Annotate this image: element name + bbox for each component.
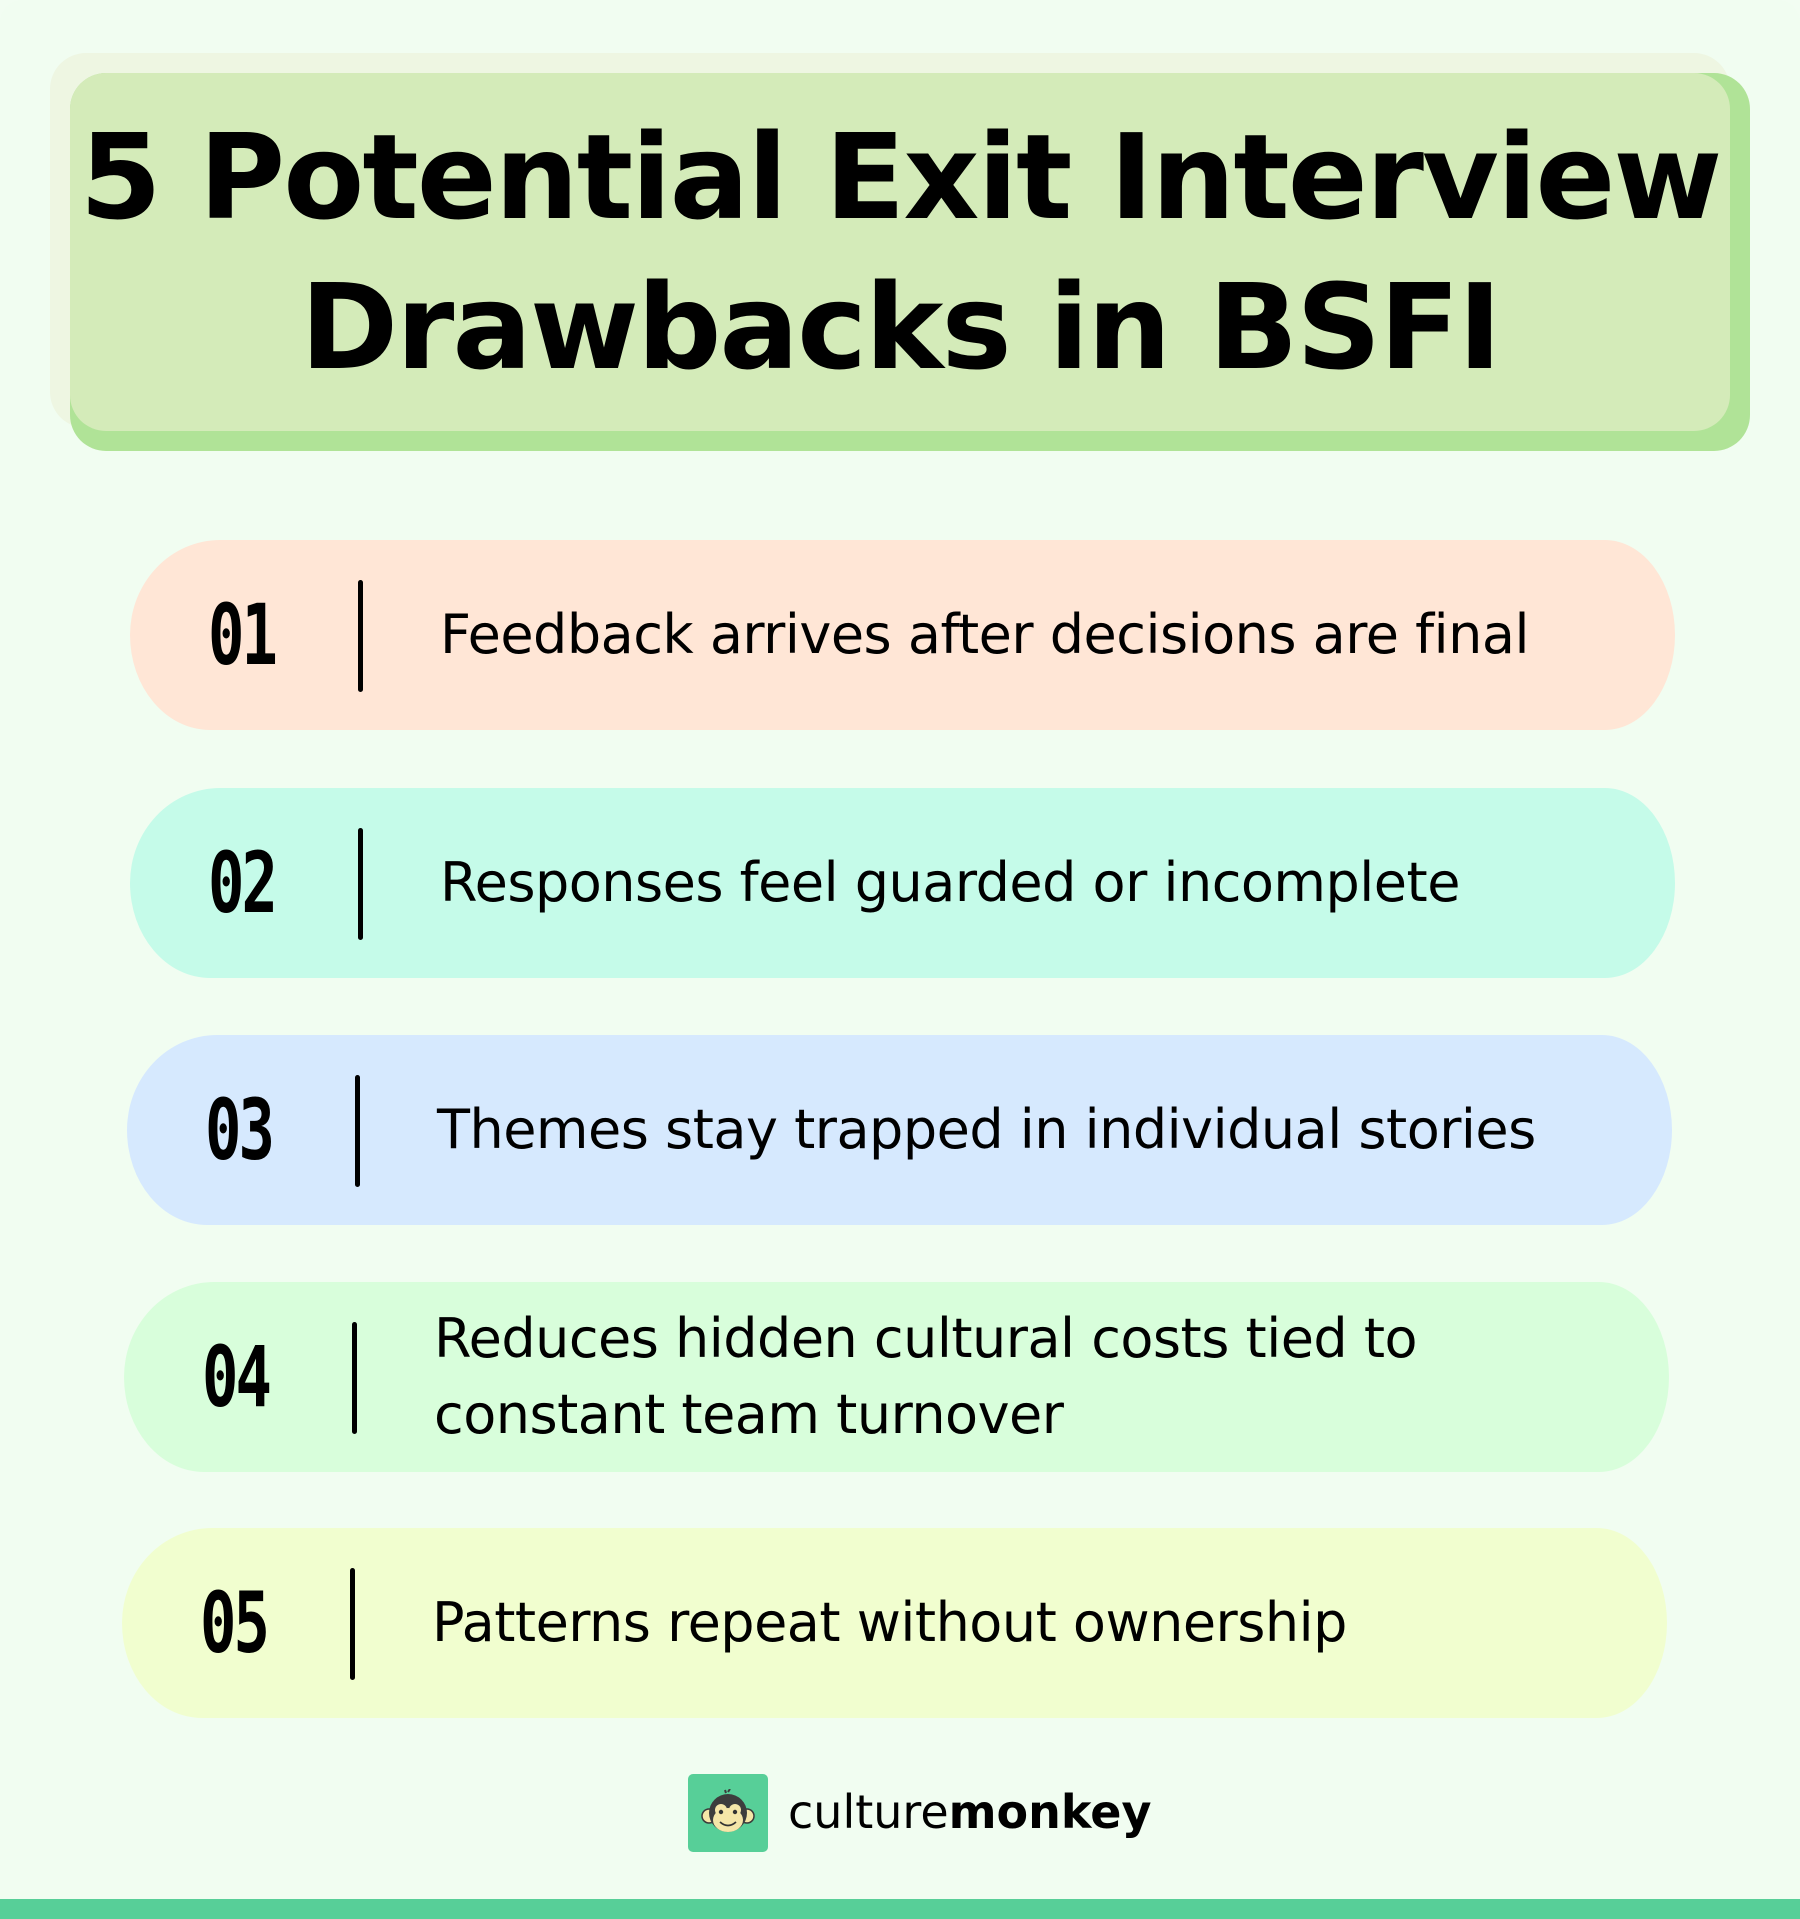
item-text: Patterns repeat without ownership [432,1591,1347,1654]
item-number: 01 [208,586,278,684]
list-item-01: 01 Feedback arrives after decisions are … [130,540,1675,730]
item-number: 03 [205,1081,275,1179]
item-text: Responses feel guarded or incomplete [440,851,1460,914]
item-number: 05 [200,1574,270,1672]
item-text: Feedback arrives after decisions are fin… [440,603,1529,666]
item-number: 04 [202,1328,272,1426]
brand-name: culturemonkey [788,1778,1151,1846]
list-item-03: 03 Themes stay trapped in individual sto… [127,1035,1672,1225]
brand-logo [688,1774,768,1852]
item-number: 02 [208,834,278,932]
item-text: Themes stay trapped in individual storie… [437,1098,1536,1161]
item-divider [350,1568,355,1680]
bottom-accent-bar [0,1899,1800,1919]
item-text: Reduces hidden cultural costs tied to co… [434,1307,1418,1446]
list-item-02: 02 Responses feel guarded or incomplete [130,788,1675,978]
brand-name-light: culture [788,1785,949,1839]
list-item-04: 04 Reduces hidden cultural costs tied to… [124,1282,1669,1472]
item-divider [352,1322,357,1434]
item-divider [355,1075,360,1187]
title-box: 5 Potential Exit Interview Drawbacks in … [70,73,1730,431]
page-title: 5 Potential Exit Interview Drawbacks in … [79,102,1723,402]
title-line-2: Drawbacks in BSFI [300,258,1502,396]
item-divider [358,580,363,692]
monkey-face-icon [701,1789,755,1832]
title-line-1: 5 Potential Exit Interview [79,108,1723,246]
list-item-05: 05 Patterns repeat without ownership [122,1528,1667,1718]
item-divider [358,828,363,940]
brand-name-bold: monkey [948,1785,1152,1839]
